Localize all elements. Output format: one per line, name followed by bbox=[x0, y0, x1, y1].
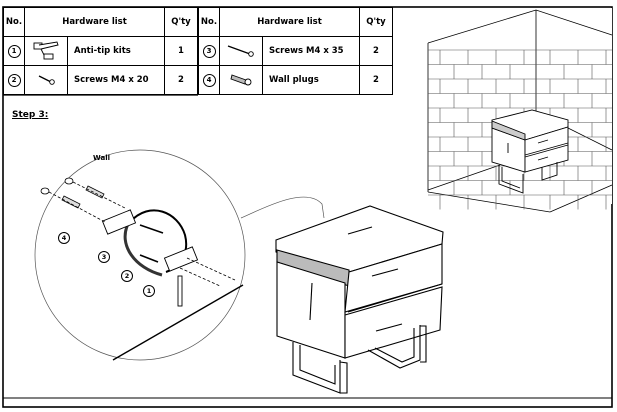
header-no: No. bbox=[198, 7, 220, 37]
item-qty: 2 bbox=[359, 65, 393, 95]
leader-line bbox=[240, 196, 325, 219]
hardware-table-2: No. Hardware list Q'ty 3 Screws M4 x 35 … bbox=[198, 7, 393, 95]
floor-edge-line bbox=[112, 284, 244, 361]
item-name: Screws M4 x 20 bbox=[67, 65, 165, 95]
nightstand-small bbox=[491, 109, 569, 194]
hardware-table-1: No. Hardware list Q'ty 1 Anti-tip kits 1… bbox=[3, 7, 198, 95]
step-label: Step 3: bbox=[12, 110, 49, 120]
header-qty: Q'ty bbox=[359, 7, 393, 37]
item-name: Wall plugs bbox=[262, 65, 360, 95]
item-name: Anti-tip kits bbox=[67, 36, 165, 66]
table-row: 3 Screws M4 x 35 2 bbox=[198, 36, 393, 66]
header-hardware-list: Hardware list bbox=[24, 7, 165, 37]
table-row: 2 Screws M4 x 20 2 bbox=[3, 65, 198, 95]
table-row: 4 Wall plugs 2 bbox=[198, 65, 393, 95]
wall-label: Wall bbox=[93, 154, 110, 162]
callout-1: 1 bbox=[143, 285, 155, 297]
callout-3: 3 bbox=[98, 251, 110, 263]
item-qty: 2 bbox=[359, 36, 393, 66]
header-no: No. bbox=[3, 7, 25, 37]
short-screw-icon bbox=[38, 74, 55, 85]
item-number: 3 bbox=[202, 44, 216, 58]
room-illustration bbox=[410, 8, 613, 213]
nightstand-large bbox=[275, 205, 444, 394]
header-qty: Q'ty bbox=[164, 7, 198, 37]
item-number: 2 bbox=[7, 73, 21, 87]
callout-2: 2 bbox=[121, 270, 133, 282]
item-qty: 1 bbox=[164, 36, 198, 66]
detail-circle bbox=[34, 149, 325, 361]
item-number: 4 bbox=[202, 73, 216, 87]
anti-tip-kit-icon bbox=[33, 40, 59, 59]
table-header: No. Hardware list Q'ty bbox=[198, 7, 393, 37]
table-row: 1 Anti-tip kits 1 bbox=[3, 36, 198, 66]
anti-tip-assembly bbox=[101, 209, 199, 307]
long-screw-icon bbox=[227, 44, 254, 57]
item-name: Screws M4 x 35 bbox=[262, 36, 360, 66]
wall-plugs bbox=[40, 177, 236, 287]
item-number: 1 bbox=[7, 44, 21, 58]
table-header: No. Hardware list Q'ty bbox=[3, 7, 198, 37]
item-qty: 2 bbox=[164, 65, 198, 95]
wall-plug-icon bbox=[230, 73, 252, 85]
header-hardware-list: Hardware list bbox=[219, 7, 360, 37]
callout-4: 4 bbox=[58, 232, 70, 244]
